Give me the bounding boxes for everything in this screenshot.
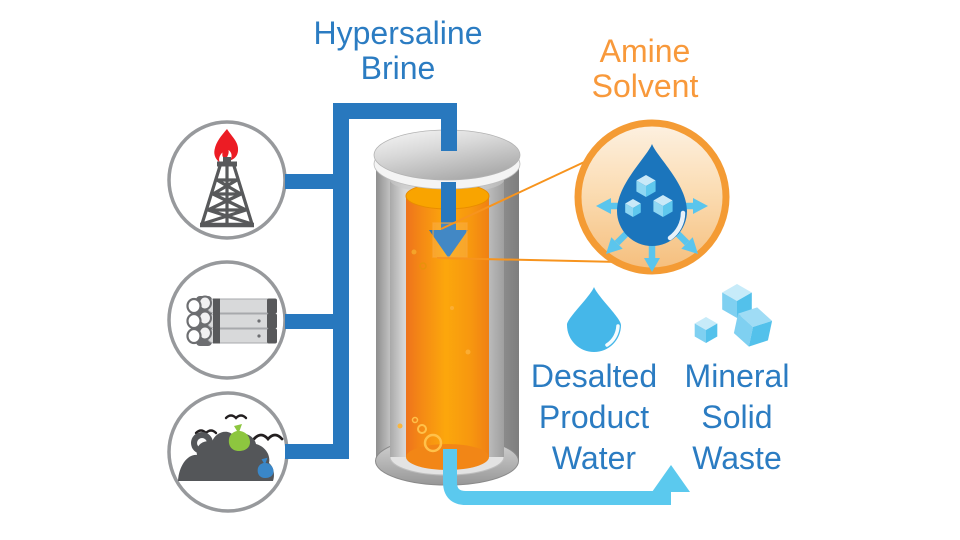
oil-derrick-flare-icon — [200, 129, 254, 228]
pipe-from-oil-gas — [285, 174, 333, 189]
bird-icon — [252, 433, 284, 442]
blue-bag-icon — [257, 457, 274, 478]
product-outlet-pipe — [443, 449, 690, 505]
mineral-cubes-icon — [694, 284, 773, 347]
flare-flame — [214, 129, 239, 163]
source-oil-gas-flare — [167, 120, 287, 240]
source-landfill — [167, 391, 289, 513]
amine-solvent-label: Amine Solvent — [591, 33, 699, 104]
trash-mound — [178, 431, 274, 481]
up-arrow-icon — [652, 465, 690, 492]
bird-icon — [224, 414, 248, 420]
pipe-bundle-icon — [186, 295, 277, 346]
salt-cubes-icon — [625, 175, 673, 217]
pipe-from-pipelines — [285, 314, 333, 329]
bubbles — [397, 249, 471, 453]
pipe-from-landfill — [285, 444, 333, 459]
brine-collection-pipes — [285, 103, 457, 459]
water-droplet-icon — [567, 287, 621, 352]
down-arrow-icon — [429, 182, 468, 258]
hypersaline-brine-label: Hypersaline Brine — [313, 15, 483, 86]
source-pipelines — [167, 260, 287, 380]
green-bag-icon — [228, 424, 250, 451]
amine-solvent-circle — [574, 119, 730, 275]
brine-inlet-stub — [441, 103, 457, 151]
desalted-product-water-label: Desalted Product Water — [530, 358, 658, 476]
magnifier-callout — [432, 149, 621, 263]
mineral-solid-waste-label: Mineral Solid Waste — [684, 358, 790, 476]
landfill-waste-icon — [178, 414, 284, 481]
brine-feed-pipe — [333, 103, 457, 119]
brine-header-pipe — [333, 103, 349, 459]
amine-droplet-icon — [617, 144, 687, 246]
separation-column — [373, 129, 521, 486]
